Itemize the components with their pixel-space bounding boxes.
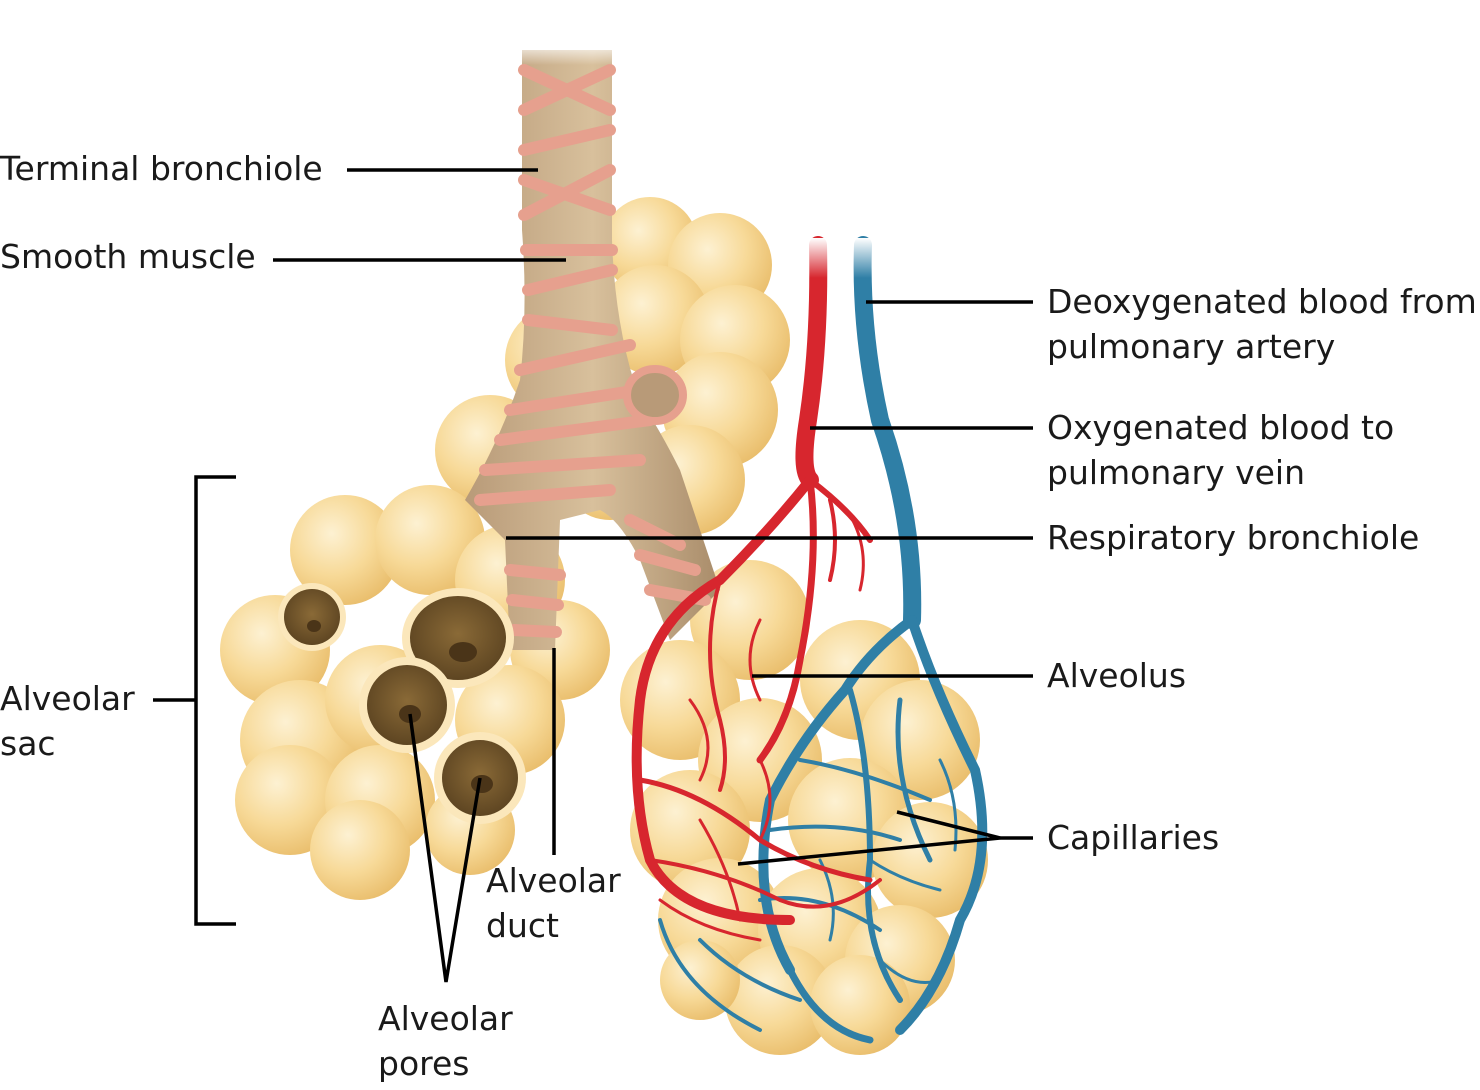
label-alveolar-pores-1: Alveolar bbox=[378, 999, 513, 1038]
label-alveolus: Alveolus bbox=[1047, 656, 1186, 695]
label-alveolar-duct-1: Alveolar bbox=[486, 861, 621, 900]
label-capillaries: Capillaries bbox=[1047, 818, 1219, 857]
label-oxygenated-1: Oxygenated blood to bbox=[1047, 408, 1394, 447]
label-smooth-muscle: Smooth muscle bbox=[0, 237, 256, 276]
label-respiratory-bronchiole: Respiratory bronchiole bbox=[1047, 518, 1419, 557]
blue-vessel-network bbox=[658, 236, 988, 1044]
terminal-bronchiole-tube bbox=[465, 40, 720, 650]
red-vessel-network bbox=[631, 236, 882, 942]
label-terminal-bronchiole: Terminal bronchiole bbox=[0, 149, 323, 188]
leader-alveolar-pores bbox=[408, 713, 482, 983]
labels: Terminal bronchiole Smooth muscle Deoxyg… bbox=[0, 149, 1477, 1083]
label-deoxygenated-2: pulmonary artery bbox=[1047, 327, 1335, 366]
alveolar-pores bbox=[278, 583, 526, 824]
label-alveolar-sac-1: Alveolar bbox=[0, 679, 135, 718]
leader-lines bbox=[153, 168, 1033, 983]
alveolar-sac-cluster bbox=[220, 485, 610, 900]
label-deoxygenated-1: Deoxygenated blood from bbox=[1047, 282, 1477, 321]
label-alveolar-duct-2: duct bbox=[486, 906, 559, 945]
label-alveolar-pores-2: pores bbox=[378, 1044, 469, 1083]
label-oxygenated-2: pulmonary vein bbox=[1047, 453, 1305, 492]
label-alveolar-sac-2: sac bbox=[0, 724, 56, 763]
blood-vessels bbox=[631, 236, 988, 1044]
alveolar-sac-bracket bbox=[194, 475, 236, 926]
